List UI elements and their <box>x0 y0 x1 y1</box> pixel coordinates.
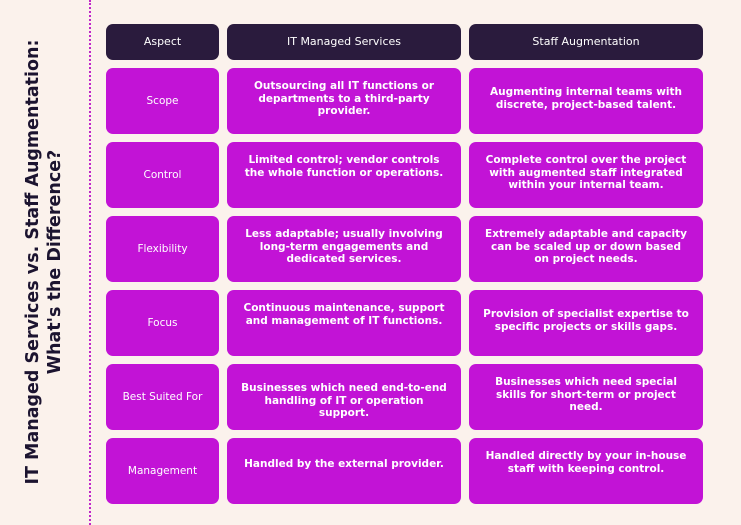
row-management-it: Handled by the external provider. <box>227 438 461 504</box>
row-flexibility-staff: Extremely adaptable and capacity can be … <box>469 216 703 282</box>
row-management-aspect: Management <box>106 438 219 504</box>
header-aspect: Aspect <box>106 24 219 60</box>
row-flexibility-aspect: Flexibility <box>106 216 219 282</box>
page-title-line-1: IT Managed Services vs. Staff Augmentati… <box>23 39 43 485</box>
row-scope-it: Outsourcing all IT functions or departme… <box>227 68 461 134</box>
page-title: IT Managed Services vs. Staff Augmentati… <box>22 39 66 484</box>
dotted-divider <box>89 0 91 525</box>
row-focus-aspect: Focus <box>106 290 219 356</box>
row-focus-staff: Provision of specialist expertise to spe… <box>469 290 703 356</box>
row-control-it: Limited control; vendor controls the who… <box>227 142 461 208</box>
row-best-suited-staff: Businesses which need special skills for… <box>469 364 703 430</box>
header-it-managed-services: IT Managed Services <box>227 24 461 60</box>
row-control-aspect: Control <box>106 142 219 208</box>
row-scope-aspect: Scope <box>106 68 219 134</box>
header-staff-augmentation: Staff Augmentation <box>469 24 703 60</box>
row-focus-it: Continuous maintenance, support and mana… <box>227 290 461 356</box>
row-scope-staff: Augmenting internal teams with discrete,… <box>469 68 703 134</box>
comparison-table: Aspect IT Managed Services Staff Augment… <box>106 24 703 504</box>
row-flexibility-it: Less adaptable; usually involving long-t… <box>227 216 461 282</box>
row-best-suited-aspect: Best Suited For <box>106 364 219 430</box>
row-best-suited-it: Businesses which need end-to-end handlin… <box>227 364 461 430</box>
row-control-staff: Complete control over the project with a… <box>469 142 703 208</box>
row-management-staff: Handled directly by your in-house staff … <box>469 438 703 504</box>
page-title-line-2: What's the Difference? <box>45 149 65 375</box>
